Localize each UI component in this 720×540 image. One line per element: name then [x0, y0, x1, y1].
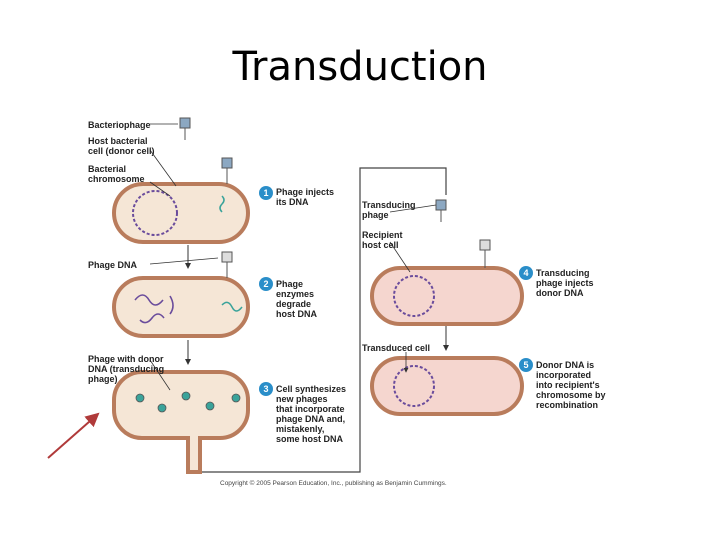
step-text-1: Phage injects its DNA [276, 187, 335, 207]
recipient-cell-step4 [370, 266, 524, 326]
label-phage-with-donor: Phage with donor DNA (transducing phage) [88, 354, 165, 384]
step-text-5: Donor DNA is incorporated into recipient… [536, 360, 606, 410]
label-transduced-cell: Transduced cell [362, 343, 431, 353]
label-bacteriophage: Bacteriophage [88, 120, 151, 130]
recombinant-chromosome [393, 365, 435, 407]
label-leaders [149, 123, 437, 391]
annotation-arrow [47, 412, 100, 459]
step-text-3: Cell synthesizes new phages that incorpo… [276, 384, 347, 444]
slide-title: Transduction [232, 44, 488, 90]
step-badge-3: 3 [259, 382, 273, 396]
copyright-notice: Copyright © 2005 Pearson Education, Inc.… [220, 480, 447, 487]
donor-cell-step2 [112, 276, 250, 338]
step-badge-5: 5 [519, 358, 533, 372]
recipient-cell-step5 [370, 356, 524, 416]
label-phage-dna: Phage DNA [88, 260, 138, 270]
step-text-2: Phage enzymes degrade host DNA [276, 279, 317, 319]
label-host-cell: Host bacterial cell (donor cell) [88, 136, 155, 156]
phage-dna-strand [221, 301, 243, 312]
degraded-host-dna [134, 294, 174, 324]
step-text-4: Transducing phage injects donor DNA [536, 268, 594, 298]
label-transducing-phage: Transducing phage [362, 200, 416, 220]
step-badge-1: 1 [259, 186, 273, 200]
donor-cell-step3 [112, 370, 250, 474]
donor-cell-step1 [112, 182, 250, 244]
phage-icon [179, 117, 491, 278]
step-badge-2: 2 [259, 277, 273, 291]
bacterial-chromosome [132, 190, 178, 236]
recipient-chromosome [393, 275, 435, 317]
step-badge-4: 4 [519, 266, 533, 280]
label-recipient-cell: Recipient host cell [362, 230, 403, 250]
new-phages-icon [135, 391, 241, 413]
label-chromosome: Bacterial chromosome [88, 164, 145, 184]
injected-phage-dna [219, 195, 225, 213]
